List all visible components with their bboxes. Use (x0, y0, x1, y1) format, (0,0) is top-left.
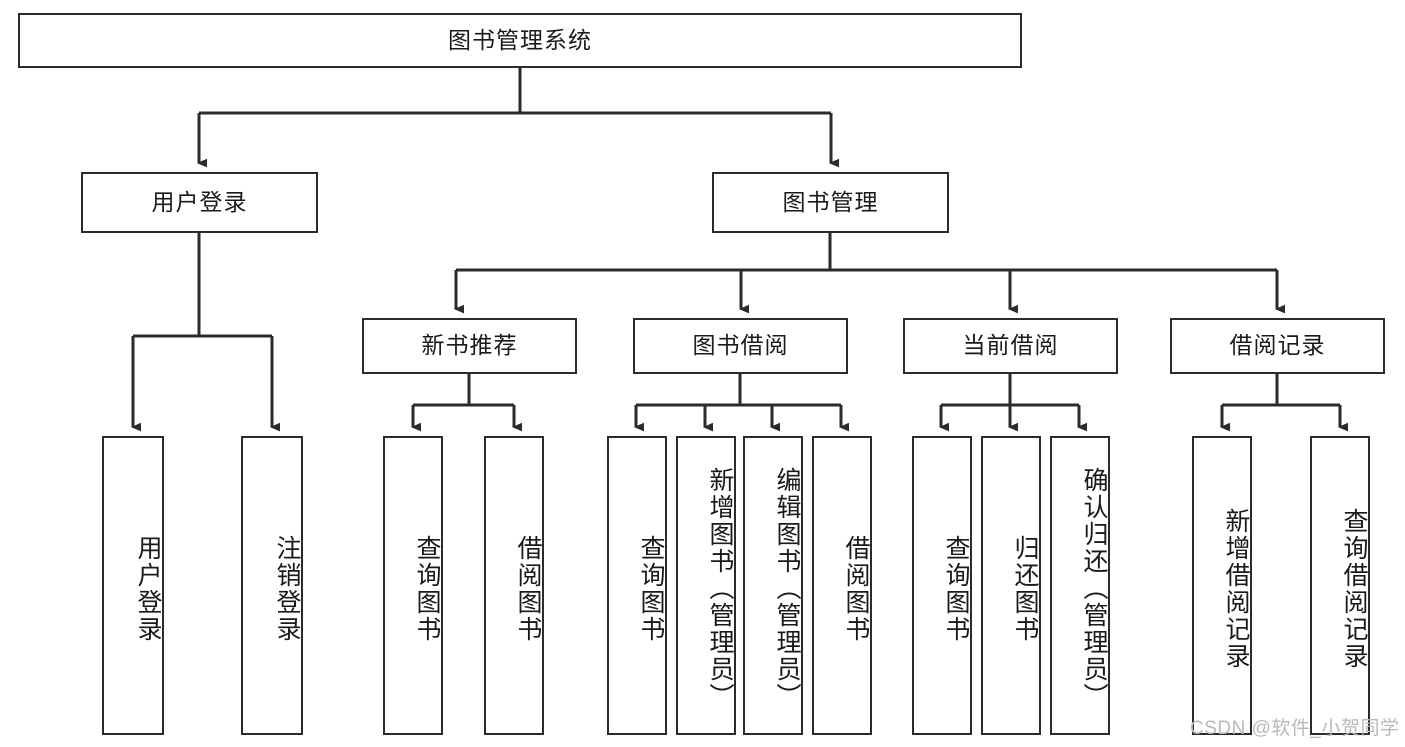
node-book-borrow-label: 图书借阅 (692, 332, 789, 359)
leaf-query-record-label: 查询借阅记录 (1340, 507, 1368, 670)
leaf-user-login[interactable]: 用户登录 (102, 436, 164, 735)
leaf-user-login-label: 用户登录 (134, 534, 162, 643)
node-new-book-rec[interactable]: 新书推荐 (362, 318, 577, 374)
leaf-borrow-book-1[interactable]: 借阅图书 (484, 436, 544, 735)
node-book-manage[interactable]: 图书管理 (712, 172, 949, 233)
leaf-return-book[interactable]: 归还图书 (981, 436, 1041, 735)
node-root-label: 图书管理系统 (448, 26, 592, 53)
leaf-query-book-3[interactable]: 查询图书 (912, 436, 972, 735)
leaf-confirm-return[interactable]: 确认归还（管理员） (1050, 436, 1110, 735)
leaf-edit-book-label: 编辑图书（管理员） (773, 467, 801, 710)
leaf-borrow-book-2[interactable]: 借阅图书 (812, 436, 872, 735)
leaf-query-book-2-label: 查询图书 (637, 534, 665, 643)
leaf-confirm-return-label: 确认归还（管理员） (1080, 467, 1108, 710)
leaf-add-book-label: 新增图书（管理员） (706, 467, 734, 710)
node-borrow-record-label: 借阅记录 (1229, 332, 1326, 359)
node-current-borrow-label: 当前借阅 (962, 332, 1059, 359)
node-new-book-rec-label: 新书推荐 (421, 332, 518, 359)
node-root[interactable]: 图书管理系统 (18, 13, 1022, 68)
node-user-login[interactable]: 用户登录 (81, 172, 318, 233)
leaf-logout-label: 注销登录 (273, 534, 301, 643)
csdn-watermark: CSDN @软件_小贺同学 (1190, 718, 1400, 739)
leaf-query-record[interactable]: 查询借阅记录 (1310, 436, 1370, 735)
leaf-query-book-1-label: 查询图书 (413, 534, 441, 643)
leaf-add-record-label: 新增借阅记录 (1222, 507, 1250, 670)
node-user-login-label: 用户登录 (151, 188, 248, 215)
node-borrow-record[interactable]: 借阅记录 (1170, 318, 1385, 374)
leaf-return-book-label: 归还图书 (1011, 534, 1039, 643)
node-book-manage-label: 图书管理 (782, 188, 879, 215)
leaf-borrow-book-1-label: 借阅图书 (514, 534, 542, 643)
leaf-query-book-2[interactable]: 查询图书 (607, 436, 667, 735)
leaf-query-book-1[interactable]: 查询图书 (383, 436, 443, 735)
node-current-borrow[interactable]: 当前借阅 (903, 318, 1118, 374)
leaf-borrow-book-2-label: 借阅图书 (842, 534, 870, 643)
leaf-query-book-3-label: 查询图书 (942, 534, 970, 643)
node-book-borrow[interactable]: 图书借阅 (633, 318, 848, 374)
leaf-edit-book[interactable]: 编辑图书（管理员） (743, 436, 803, 735)
leaf-logout[interactable]: 注销登录 (241, 436, 303, 735)
leaf-add-record[interactable]: 新增借阅记录 (1192, 436, 1252, 735)
leaf-add-book[interactable]: 新增图书（管理员） (676, 436, 736, 735)
